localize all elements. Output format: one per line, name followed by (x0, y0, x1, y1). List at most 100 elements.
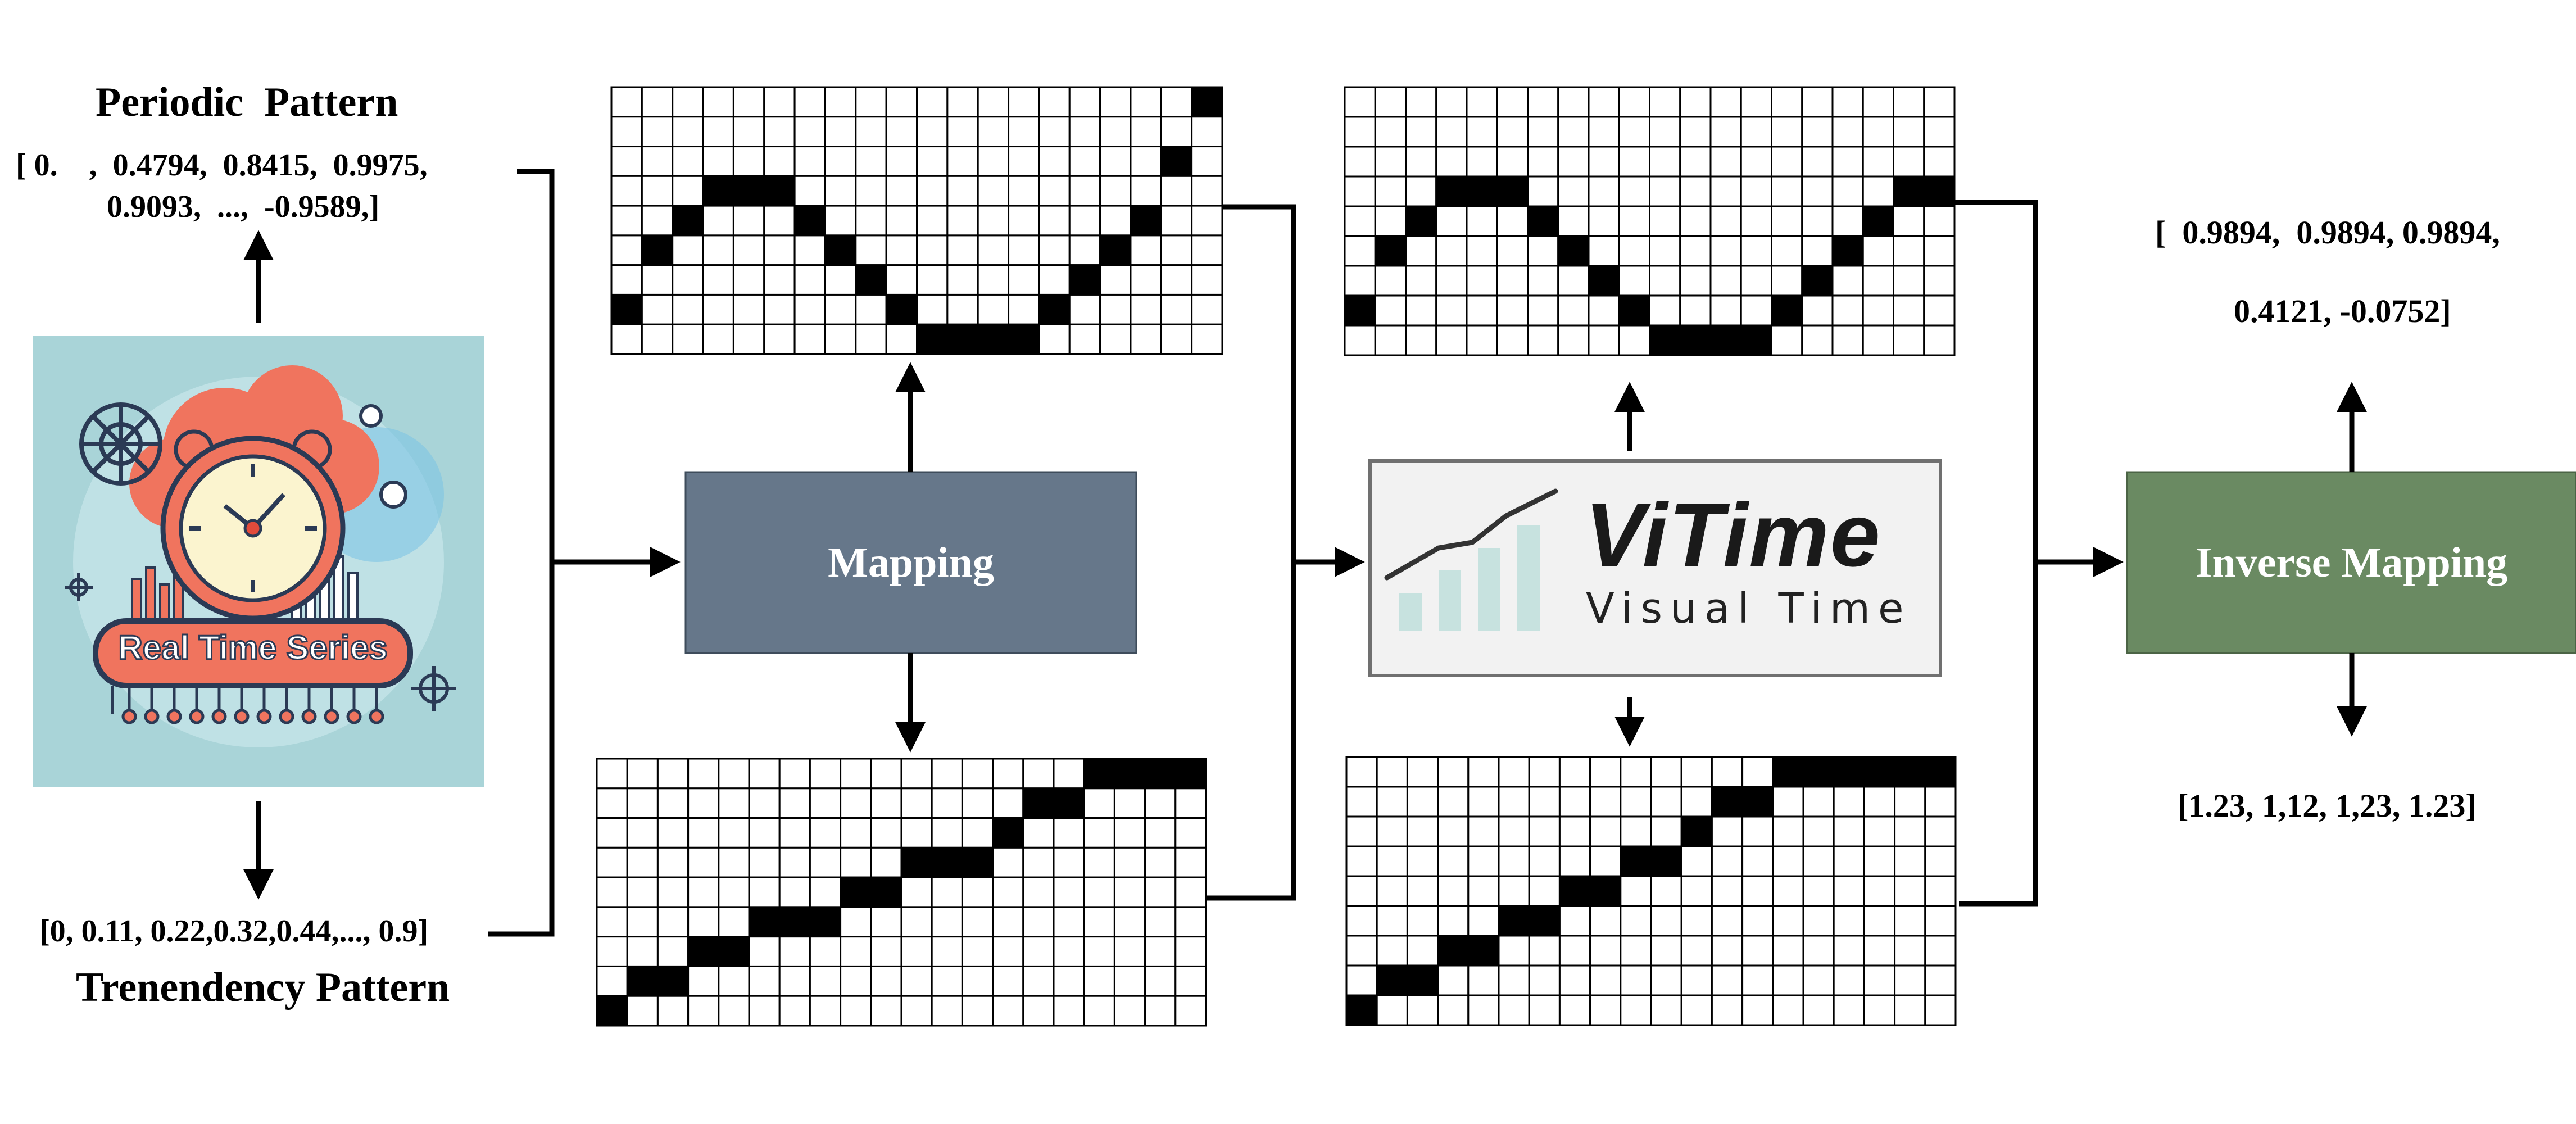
alarm-clock-icon (160, 429, 346, 621)
connector-grids-to-vitime (1206, 204, 1296, 901)
grid-cell (1406, 935, 1439, 967)
grid-cell (1467, 994, 1500, 1026)
grid-cell (1771, 205, 1803, 237)
grid-cell (1620, 786, 1652, 818)
grid-cell (1709, 146, 1742, 178)
grid-cell (702, 323, 734, 355)
grid-cell (900, 906, 933, 938)
grid-cell (1160, 264, 1193, 296)
output-values-line2: 0.4121, -0.0752] (2234, 293, 2451, 329)
grid-cell (1130, 323, 1162, 355)
grid-cell (1174, 876, 1207, 908)
grid-cell (840, 906, 872, 938)
grid-cell (1801, 294, 1834, 327)
grid-cell (855, 205, 887, 237)
grid-cell (1588, 324, 1620, 356)
grid-cell (672, 175, 704, 207)
grid-cell (718, 817, 750, 849)
grid-cell (1802, 815, 1835, 847)
grid-cell (672, 323, 704, 355)
grid-cell (1008, 146, 1040, 177)
grid-cell-filled (1923, 175, 1956, 207)
grid-cell (1741, 994, 1774, 1026)
grid-cell (656, 876, 690, 908)
grid-cell-filled (855, 264, 887, 296)
grid-cell (824, 116, 857, 148)
grid-cell (1498, 875, 1530, 907)
grid-cell (1528, 994, 1561, 1026)
grid-cell (1467, 905, 1500, 937)
grid-cell (1680, 786, 1713, 818)
grid-cell (1498, 845, 1530, 877)
grid-cell (641, 205, 674, 237)
grid-cell (824, 264, 857, 296)
target-wheel-icon (79, 402, 162, 486)
logo-bar-4 (1517, 525, 1540, 631)
crosshair-icon (65, 404, 456, 711)
grid-cell (1709, 175, 1742, 207)
grid-cell (1772, 815, 1804, 847)
grid-cell (1557, 265, 1590, 297)
grid-cell (610, 205, 643, 237)
grid-cell (1191, 323, 1223, 355)
grid-cell (1680, 845, 1713, 877)
grid-cell (626, 936, 659, 967)
grid-cell-filled (1588, 265, 1620, 297)
grid-cell (1374, 175, 1407, 207)
grid-cell (1466, 146, 1498, 178)
grid-cell (900, 817, 933, 849)
grid-cell (1008, 234, 1040, 266)
grid-cell (1374, 146, 1407, 178)
grid-cell (885, 146, 918, 177)
real-time-series-illustration (33, 336, 484, 787)
grid-cell (1528, 815, 1561, 847)
grid-cell-filled (748, 906, 781, 938)
grid-cell (1099, 86, 1132, 118)
grid-cell (885, 234, 918, 266)
grid-cell (900, 758, 933, 790)
grid-cell (1589, 935, 1622, 967)
grid-cell (1894, 935, 1926, 967)
mapping-box: Mapping (686, 472, 1136, 653)
grid-cell (778, 936, 811, 967)
grid-cell (687, 995, 720, 1027)
grid-cell (1741, 845, 1774, 877)
grid-cell (1589, 994, 1622, 1026)
grid-cell (1099, 264, 1132, 296)
grid-cell (885, 116, 918, 148)
grid-cell (1437, 845, 1470, 877)
grid-cell (1924, 786, 1957, 818)
grid-cell (809, 817, 842, 849)
grid-cell (855, 234, 887, 266)
grid-cell (1437, 756, 1470, 788)
grid-cell-filled (870, 876, 902, 908)
periodic-values-line1: [ 0. , 0.4794, 0.8415, 0.9975, (16, 148, 428, 183)
grid-cell (931, 758, 963, 790)
grid-cell (1527, 86, 1559, 118)
grid-cell (1772, 786, 1804, 818)
grid-cell (626, 846, 659, 878)
grid-cell (1160, 86, 1193, 118)
grid-cell (824, 323, 857, 355)
grid-cell (961, 817, 994, 849)
grid-cell (1801, 146, 1834, 178)
grid-cell (824, 86, 857, 118)
grid-cell (885, 323, 918, 355)
grid-cell-filled (1801, 265, 1834, 297)
grid-cell (916, 116, 949, 148)
grid-cell (1557, 116, 1590, 148)
grid-cell (672, 293, 704, 325)
grid-cell (1589, 815, 1622, 847)
grid-cell (1711, 875, 1744, 907)
connector-grids-to-inverse (1954, 200, 2038, 907)
grid-cell (1711, 756, 1744, 788)
grid-cell (1008, 86, 1040, 118)
grid-cell (1618, 205, 1650, 237)
grid-cell (1740, 175, 1772, 207)
grid-cell (1496, 294, 1529, 327)
grid-cell-filled (626, 965, 659, 997)
grid-cell (900, 965, 933, 997)
grid-cell-filled (1191, 86, 1223, 118)
grid-cell (1405, 265, 1437, 297)
grid-cell (1435, 146, 1468, 178)
